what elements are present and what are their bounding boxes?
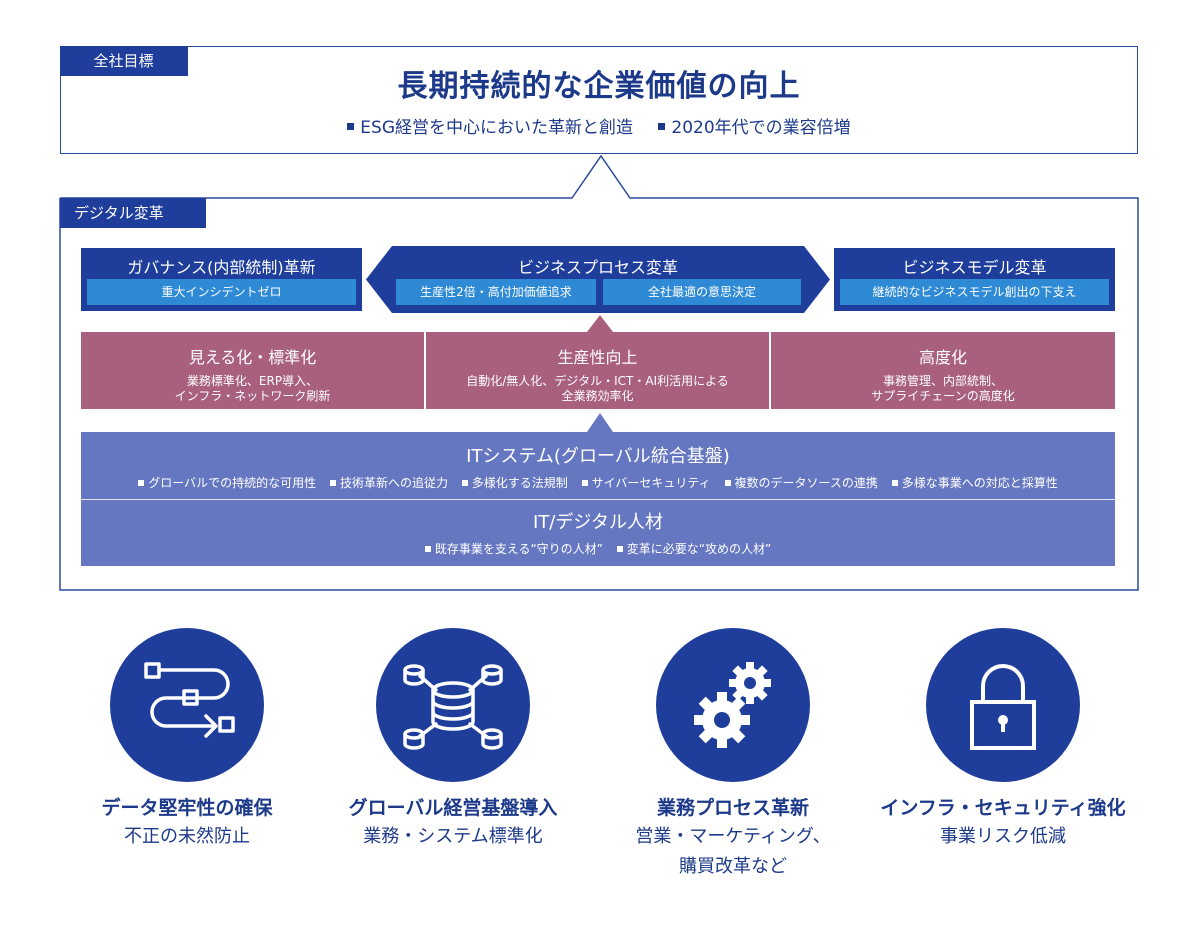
feature-sub-security: 事業リスク低減: [940, 826, 1066, 847]
governance-sub: 重大インシデントゼロ: [87, 279, 356, 305]
feature-circle-security: [926, 628, 1080, 782]
feature-circle-data: [110, 628, 264, 782]
pillar-title: 高度化: [918, 348, 967, 367]
feature-circle-process: [656, 628, 810, 782]
pillar-sophistication: 高度化 事務管理、内部統制、 サプライチェーンの高度化: [771, 332, 1115, 409]
feature-title-data: データ堅牢性の確保: [101, 797, 273, 819]
it-system-bullet: 多様な事業への対応と採算性: [891, 474, 1058, 491]
goal-bullet: ESG経営を中心においた革新と創造: [347, 113, 633, 138]
company-goal-box: 全社目標 長期持続的な企業価値の向上 ESG経営を中心においた革新と創造 202…: [59, 45, 1138, 154]
feature-title-security: インフラ・セキュリティ強化: [880, 797, 1126, 819]
feature-sub-global: 業務・システム標準化: [363, 826, 543, 847]
company-goal-title: 長期持続的な企業価値の向上: [397, 69, 801, 104]
it-divider: [81, 499, 1115, 500]
lock-icon: [970, 664, 1036, 750]
business-process-block: ビジネスプロセス変革 生産性2倍・高付加価値追求 全社最適の意思決定: [366, 246, 830, 313]
it-system-bullet: グローバルでの持続的な可用性: [138, 474, 316, 491]
company-goal-tag: 全社目標: [59, 45, 188, 76]
business-model-title: ビジネスモデル変革: [902, 258, 1047, 277]
it-foundation-block: ITシステム(グローバル統合基盤) グローバルでの持続的な可用性 技術革新への追…: [81, 432, 1115, 566]
feature-sub-process: 営業・マーケティング、 購買改革など: [635, 826, 831, 877]
it-people-title: IT/デジタル人材: [532, 512, 663, 533]
digital-transformation-frame: [59, 154, 1139, 591]
pillar-detail: 事務管理、内部統制、 サプライチェーンの高度化: [871, 374, 1015, 403]
it-people-bullet: 既存事業を支える“守りの人材”: [424, 540, 603, 557]
gears-icon: [694, 662, 771, 748]
it-people-bullet: 変革に必要な“攻めの人材”: [616, 540, 771, 557]
it-up-arrow: [587, 413, 613, 432]
pillar-detail: 自動化/無人化、デジタル・ICT・AI利活用による 全業務効率化: [466, 374, 729, 403]
flow-icon: [144, 662, 235, 738]
business-model-block: ビジネスモデル変革 継続的なビジネスモデル創出の下支え: [834, 248, 1115, 311]
feature-title-process: 業務プロセス革新: [656, 797, 809, 819]
pillar-detail: 業務標準化、ERP導入、 インフラ・ネットワーク刷新: [174, 374, 331, 403]
it-system-bullets: グローバルでの持続的な可用性 技術革新への追従力 多様化する法規制 サイバーセキ…: [81, 474, 1115, 491]
pillar-visualization: 見える化・標準化 業務標準化、ERP導入、 インフラ・ネットワーク刷新: [81, 332, 424, 409]
it-system-bullet: 多様化する法規制: [461, 474, 568, 491]
feature-circle-global: [376, 628, 530, 782]
database-icon: [403, 664, 503, 750]
governance-block: ガバナンス(内部統制)革新 重大インシデントゼロ: [81, 248, 362, 311]
pillar-title: 生産性向上: [557, 348, 638, 367]
digital-transformation-tag: デジタル変革: [60, 198, 206, 228]
it-system-bullet: サイバーセキュリティ: [581, 474, 711, 491]
it-people-bullets: 既存事業を支える“守りの人材” 変革に必要な“攻めの人材”: [81, 540, 1115, 557]
feature-title-global: グローバル経営基盤導入: [348, 797, 558, 819]
feature-sub-data: 不正の未然防止: [124, 826, 250, 847]
governance-title: ガバナンス(内部統制)革新: [127, 258, 316, 277]
it-system-title: ITシステム(グローバル統合基盤): [466, 446, 730, 467]
goal-bullet: 2020年代での業容倍増: [658, 113, 851, 138]
company-goal-bullets: ESG経営を中心においた革新と創造 2020年代での業容倍増: [61, 113, 1137, 138]
it-system-bullet: 技術革新への追従力: [329, 474, 448, 491]
pillar-up-arrow: [587, 315, 613, 332]
business-process-sub-1: 生産性2倍・高付加価値追求: [396, 279, 596, 305]
pillar-title: 見える化・標準化: [188, 348, 317, 367]
it-system-bullet: 複数のデータソースの連携: [724, 474, 878, 491]
business-model-sub: 継続的なビジネスモデル創出の下支え: [840, 279, 1109, 305]
business-process-title: ビジネスプロセス変革: [517, 258, 678, 277]
business-process-sub-2: 全社最適の意思決定: [603, 279, 801, 305]
pillar-productivity: 生産性向上 自動化/無人化、デジタル・ICT・AI利活用による 全業務効率化: [426, 332, 769, 409]
